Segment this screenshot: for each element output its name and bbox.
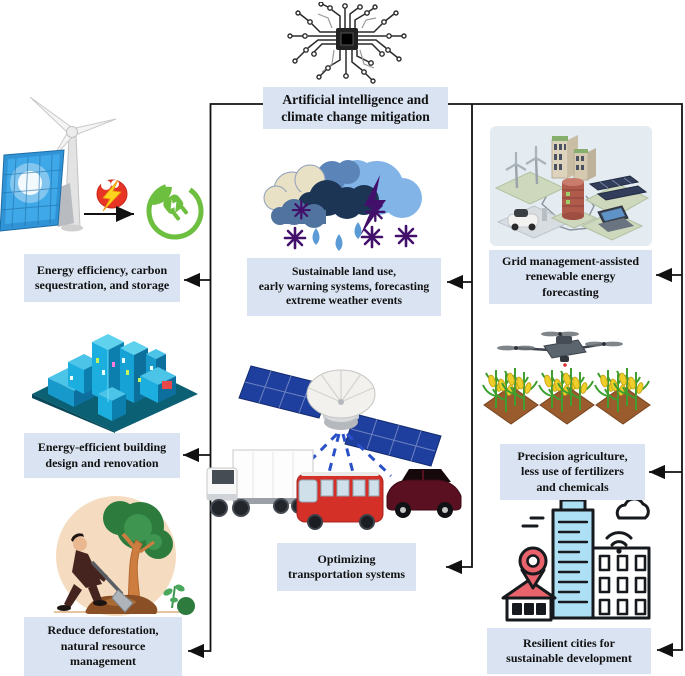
smart-city-icon xyxy=(501,497,651,622)
box-land-use: Sustainable land use, early warning syst… xyxy=(247,258,441,316)
city-buildings-icon xyxy=(32,334,198,433)
box-grid-management: Grid management-assisted renewable energ… xyxy=(489,250,652,304)
clean-energy-plug-icon xyxy=(146,182,204,240)
house-icon xyxy=(501,578,557,622)
sapling-icon xyxy=(163,584,195,615)
smart-city-illustration xyxy=(497,492,655,632)
tree-planting-icon xyxy=(54,496,195,616)
bus-icon xyxy=(296,472,384,530)
city-buildings-illustration xyxy=(22,318,208,433)
agriculture-illustration xyxy=(482,324,654,446)
title-box: Artificial intelligence and climate chan… xyxy=(263,87,448,129)
box-land-use-label: Sustainable land use, early warning syst… xyxy=(258,264,430,308)
tree-planting-illustration xyxy=(28,488,200,620)
power-burst-icon xyxy=(96,179,128,212)
ai-circuit-brain-icon xyxy=(287,2,407,84)
drone-icon xyxy=(497,331,623,367)
raindrop-icons xyxy=(312,222,362,251)
box-resilient-cities-label: Resilient cities for sustainable develop… xyxy=(506,635,632,665)
wifi-icon xyxy=(605,531,633,547)
box-energy-efficiency-label: Energy efficiency, carbon sequestration,… xyxy=(34,262,170,292)
renewables-illustration xyxy=(0,95,232,245)
extreme-weather-illustration xyxy=(252,148,438,260)
storm-clouds-icon xyxy=(263,160,422,236)
gardener-icon xyxy=(57,533,134,613)
speed-dash-icons xyxy=(521,516,545,528)
lightning-bolt-icon xyxy=(360,175,386,236)
box-energy-efficiency: Energy efficiency, carbon sequestration,… xyxy=(24,254,180,302)
box-deforestation: Reduce deforestation, natural resource m… xyxy=(24,617,182,676)
box-resilient-cities: Resilient cities for sustainable develop… xyxy=(487,628,651,674)
box-grid-management-label: Grid management-assisted renewable energ… xyxy=(502,253,639,299)
cloud-icon xyxy=(615,497,650,520)
box-precision-agriculture-label: Precision agriculture, less use of ferti… xyxy=(517,448,628,494)
tree-icon xyxy=(103,501,173,603)
box-transportation-label: Optimizing transportation systems xyxy=(288,551,405,581)
wind-turbine-icon xyxy=(29,96,117,232)
smart-grid-illustration xyxy=(490,126,652,246)
box-building-design-label: Energy-efficient building design and ren… xyxy=(37,440,167,470)
smart-grid-icon xyxy=(490,126,652,246)
box-building-design: Energy-efficient building design and ren… xyxy=(24,433,180,478)
ai-brain-illustration xyxy=(270,2,420,86)
car-icon xyxy=(386,469,462,518)
solar-panel-icon xyxy=(0,149,74,232)
box-precision-agriculture: Precision agriculture, less use of ferti… xyxy=(500,444,645,500)
title-text: Artificial intelligence and climate chan… xyxy=(281,91,430,124)
box-transportation: Optimizing transportation systems xyxy=(277,543,416,591)
transport-illustration xyxy=(205,356,467,532)
box-deforestation-label: Reduce deforestation, natural resource m… xyxy=(47,623,159,669)
corn-field-icon xyxy=(482,367,651,425)
